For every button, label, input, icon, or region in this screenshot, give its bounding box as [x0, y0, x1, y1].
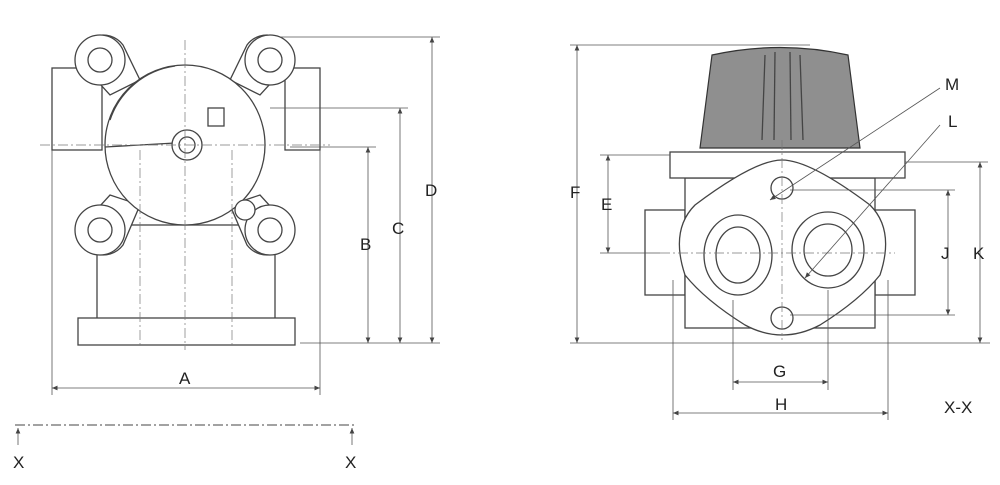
dim-label-a: A: [179, 369, 191, 388]
dim-label-j: J: [941, 244, 950, 263]
actuator-cap: [699, 46, 861, 149]
dim-label-g: G: [773, 362, 787, 381]
dim-label-l: L: [948, 112, 958, 131]
dim-label-c: C: [392, 219, 405, 238]
front-view: [15, 34, 440, 445]
mounting-lugs: [74, 34, 296, 256]
section-mark-right: X: [345, 453, 357, 472]
dim-label-k: K: [973, 244, 985, 263]
side-view: [570, 44, 990, 420]
dim-label-e: E: [601, 195, 613, 214]
dim-label-h: H: [775, 395, 788, 414]
dim-label-b: B: [360, 235, 372, 254]
dim-label-f: F: [570, 183, 581, 202]
section-view-label: X-X: [944, 398, 973, 417]
dim-label-m: M: [945, 75, 960, 94]
dim-label-d: D: [425, 181, 438, 200]
section-mark-left: X: [13, 453, 25, 472]
